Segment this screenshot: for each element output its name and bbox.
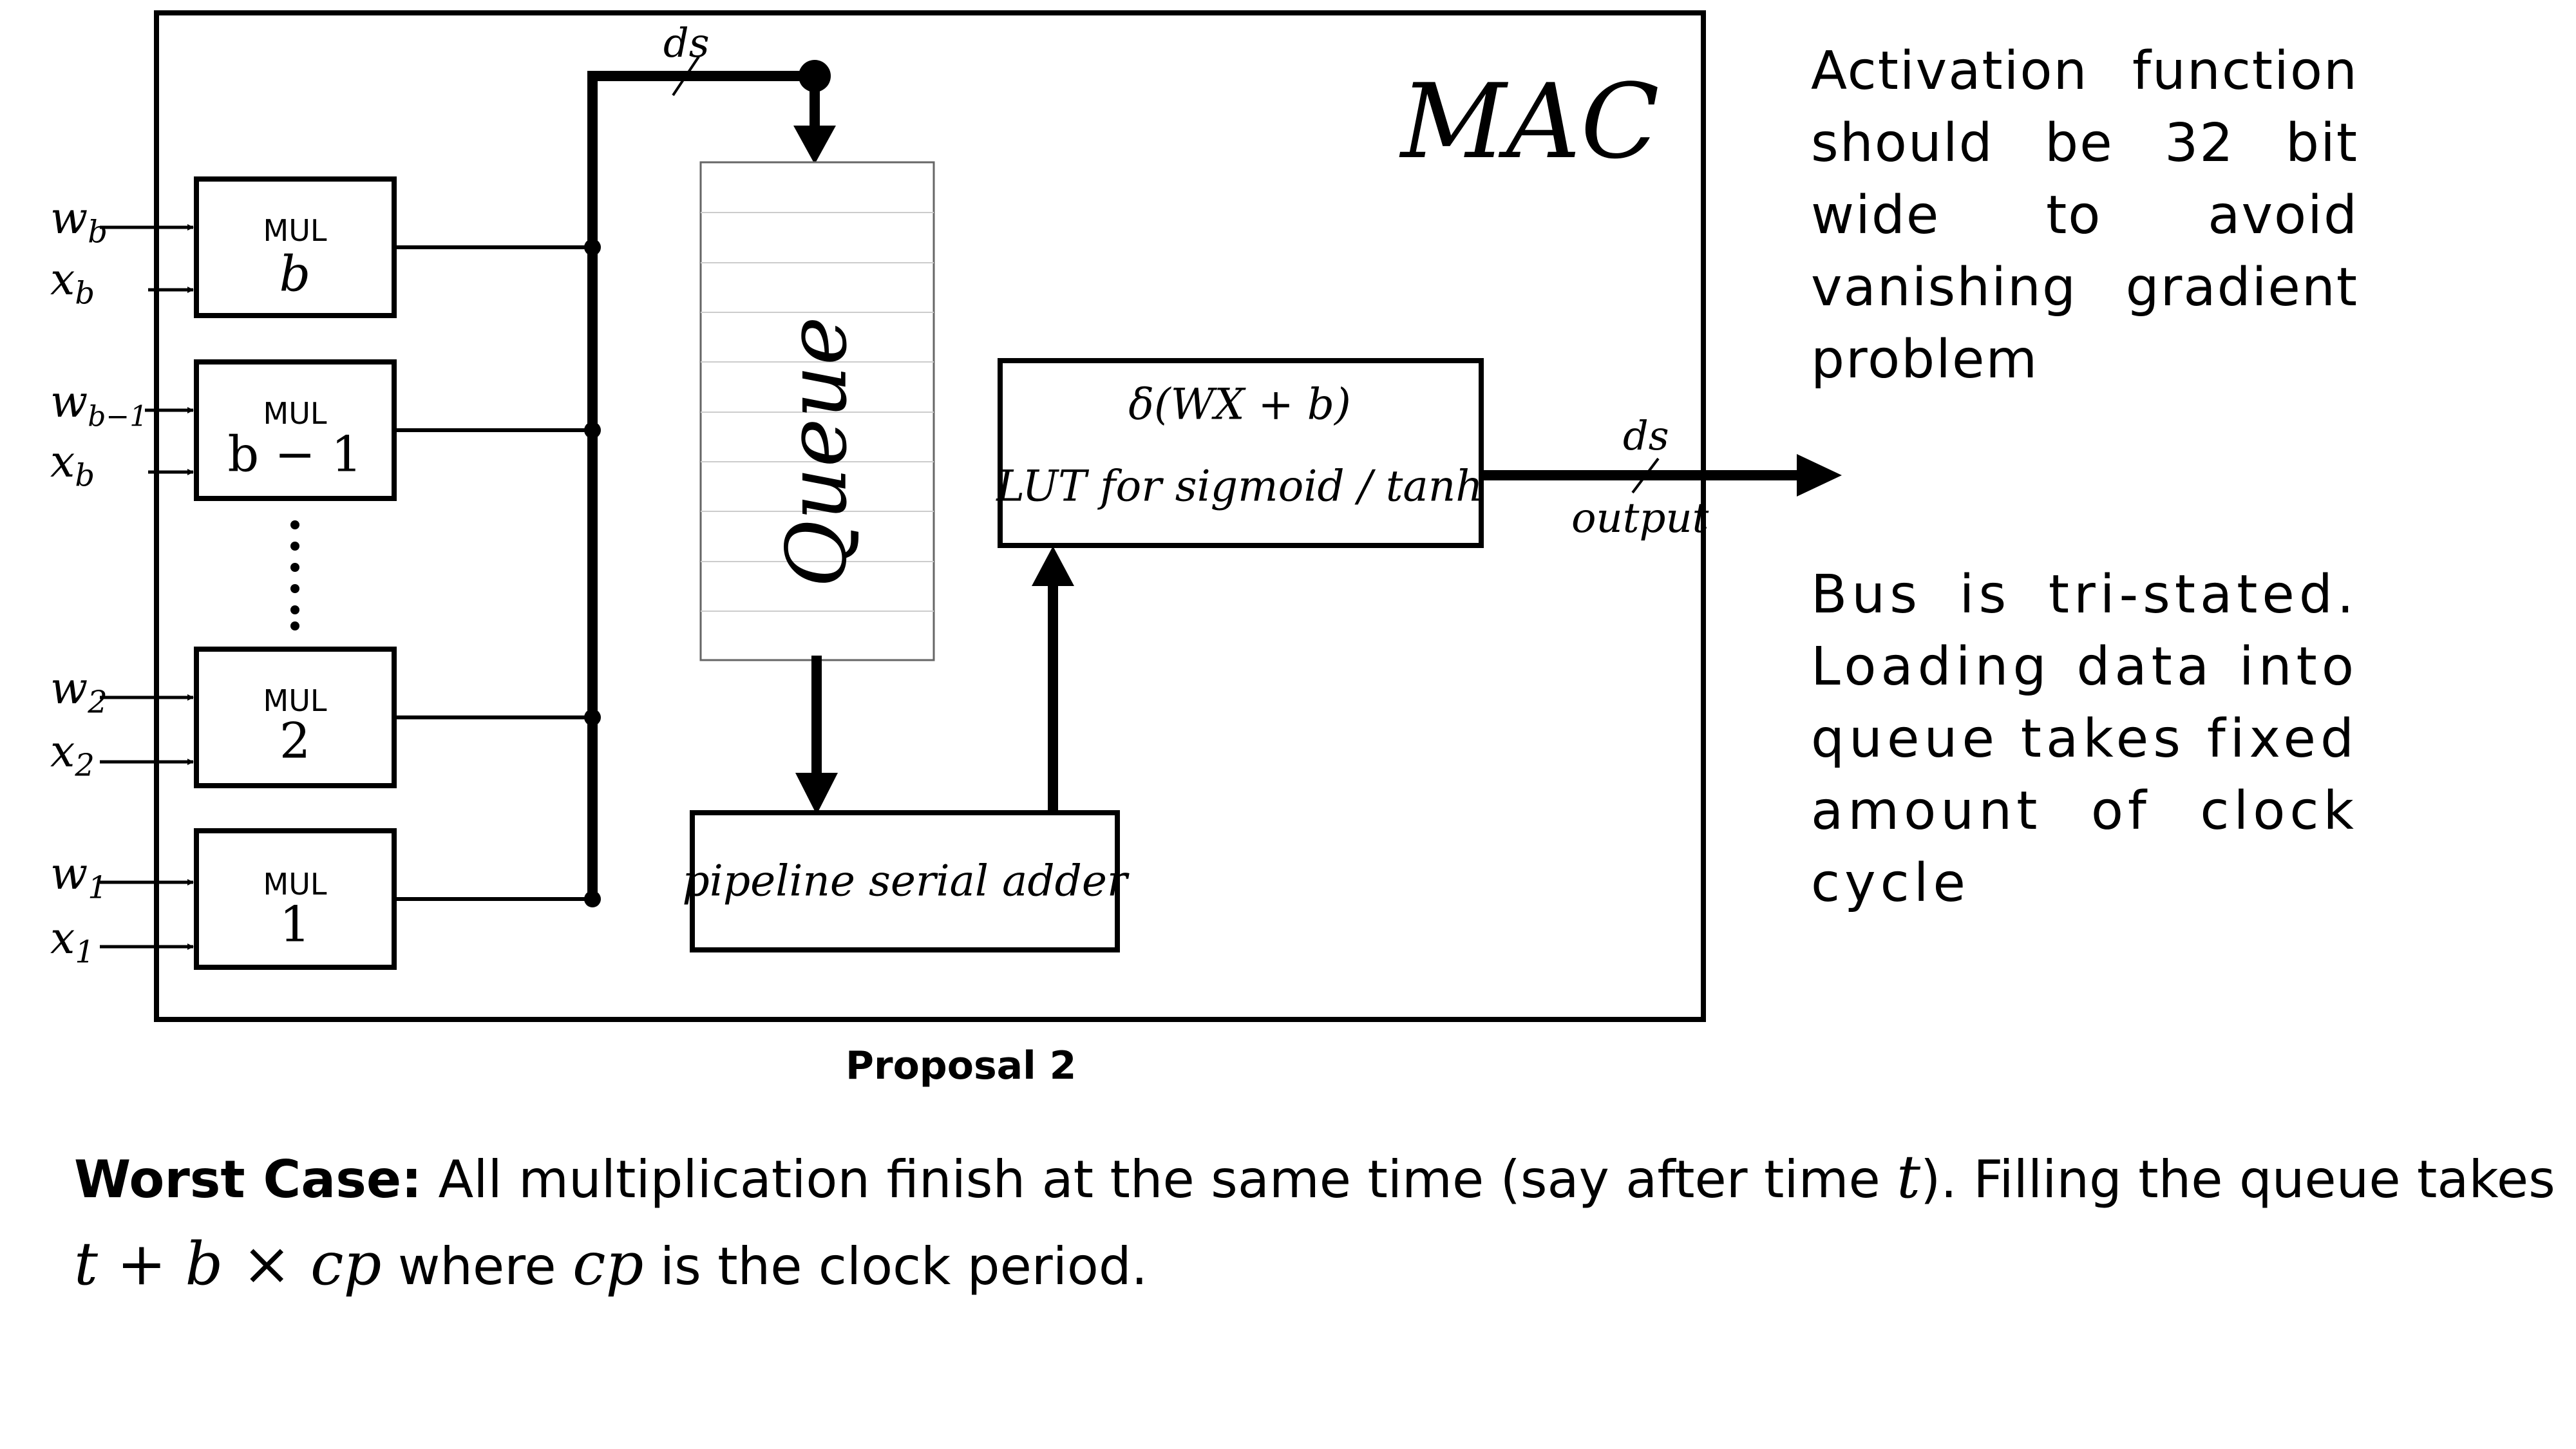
bus-width-label: ds: [663, 19, 710, 66]
input-x-1: x1: [50, 913, 95, 971]
queue-output-arrowhead: [795, 773, 838, 815]
mac-title: MAC: [1401, 61, 1660, 182]
queue-label: Queue: [769, 316, 866, 588]
lut-box: [998, 358, 1484, 548]
worst-case-label: Worst Case:: [74, 1150, 422, 1209]
multiplier-1: [100, 828, 601, 970]
output-arrowhead: [1797, 454, 1842, 497]
multiplier-ellipsis: [290, 520, 299, 630]
output-label: output: [1571, 495, 1709, 542]
input-x-b: xb: [50, 254, 95, 312]
activation-note: Activation function should be 32 bit wid…: [1811, 41, 2358, 390]
bus-width-tick: [672, 55, 700, 97]
mul-2-tag: MUL: [263, 683, 327, 718]
activation-formula: δ(WX + b): [1128, 379, 1351, 430]
queue-box: [699, 161, 935, 661]
mul-2-index: 2: [279, 712, 311, 770]
bus-note: Bus is tri-stated. Loading data into que…: [1811, 564, 2358, 914]
queue-slot-lines: [701, 212, 934, 612]
multiplier-b: [100, 176, 601, 318]
mul-b-minus-1-index: b − 1: [227, 425, 363, 483]
mul-b-tag: MUL: [263, 213, 327, 248]
output-width-label: ds: [1623, 412, 1669, 459]
input-w-2: w2: [50, 663, 108, 721]
input-w-b-minus-1: wb−1: [50, 377, 148, 433]
bus-junction-dot: [799, 60, 831, 92]
input-x-b-2: xb: [50, 437, 95, 494]
queue-input-arrowhead: [793, 126, 836, 164]
input-w-b: wb: [50, 193, 108, 251]
multiplier-2: [100, 647, 601, 788]
fill-time-formula: t + b × cp: [74, 1229, 382, 1298]
worst-case-line-2: t + b × cp where cp is the clock period.: [74, 1229, 1148, 1298]
diagram-caption: Proposal 2: [846, 1043, 1077, 1088]
mul-b-minus-1-tag: MUL: [263, 396, 327, 431]
output-width-tick: [1631, 457, 1660, 494]
input-x-2: x2: [50, 726, 95, 784]
adder-output-arrowhead: [1032, 546, 1074, 586]
mul-b-index: b: [279, 245, 311, 303]
adder-box: [690, 810, 1120, 952]
mul-1-index: 1: [279, 895, 311, 953]
worst-case-line-1: Worst Case: All multiplication finish at…: [74, 1142, 2555, 1211]
lut-label: LUT for sigmoid / tanh: [996, 461, 1483, 511]
input-w-1: w1: [50, 849, 108, 906]
mac-frame: [154, 10, 1706, 1022]
mul-1-tag: MUL: [263, 867, 327, 902]
adder-label: pipeline serial adder: [682, 856, 1128, 906]
multiplier-b-minus-1: [145, 359, 601, 501]
